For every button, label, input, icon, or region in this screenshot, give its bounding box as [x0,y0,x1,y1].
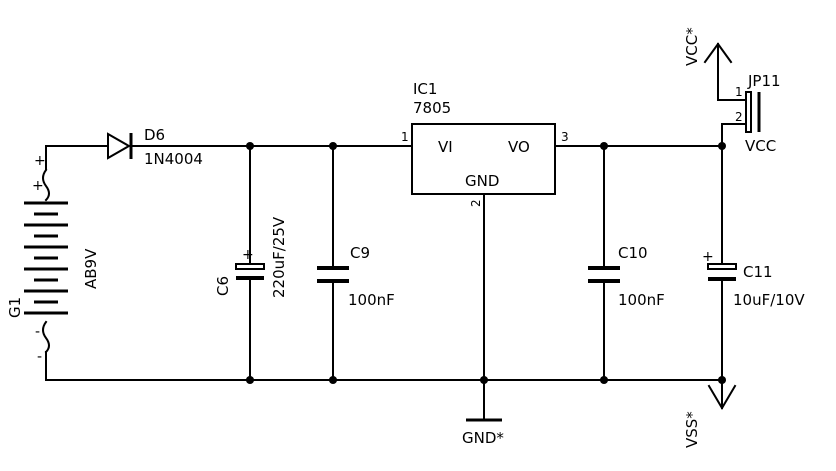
regulator-body [411,123,556,195]
capacitor-c11: + C11 10uF/10V [702,249,805,309]
wire-ground-rail [45,351,723,381]
regulator-pin-vo-label: VO [508,138,530,156]
c6-value-label: 220uF/25V [270,216,288,298]
junctions [246,142,726,384]
battery-minus-label: - [37,349,42,365]
supply-symbols: VCC* VSS* GND* [462,27,737,448]
c6-ref-label: C6 [214,276,232,296]
junction-dot [329,376,337,384]
battery-plus-label: + [32,178,44,194]
vcc-supply-label: VCC* [683,27,701,66]
vss-supply-label: VSS* [683,411,701,448]
battery-plus-label: + [34,153,46,169]
regulator-ic1: IC1 7805 VI VO GND 1 3 2 [401,80,569,207]
c9-value-label: 100nF [348,291,395,309]
regulator-ref-label: IC1 [413,80,437,98]
junction-dot [600,376,608,384]
junction-dot [600,142,608,150]
c6-plus-label: + [242,247,254,263]
vss-arrow-icon [707,379,737,410]
regulator-pin1-number: 1 [401,130,409,144]
jumper-net-label: VCC [745,137,776,155]
junction-dot [480,376,488,384]
junction-dot [329,142,337,150]
wire-jumper-pin1 [717,59,748,101]
c11-plus-label: + [702,249,714,265]
c10-value-label: 100nF [618,291,665,309]
battery-value-label: AB9V [82,248,100,289]
jumper-body [745,91,752,133]
wire-battery-to-diode [45,145,109,170]
regulator-pin-vi-label: VI [438,138,453,156]
battery-connector-top [42,168,50,202]
c10-ref-label: C10 [618,244,648,262]
jumper-ref-label: JP11 [747,72,781,90]
c6-plate-positive [235,263,265,270]
jumper-pin2-number: 2 [735,110,743,124]
junction-dot [246,142,254,150]
vcc-arrow-icon [703,42,733,64]
capacitor-c6: + C6 220uF/25V [214,216,288,298]
c11-plate-positive [707,263,737,270]
wires [45,59,748,421]
diode-value-label: 1N4004 [144,150,203,168]
c11-ref-label: C11 [743,263,773,281]
jumper-pin1-number: 1 [735,85,743,99]
jumper-jp11: JP11 1 2 VCC [735,72,781,155]
regulator-pin3-number: 3 [561,130,569,144]
gnd-supply-label: GND* [462,429,504,447]
diode-ref-label: D6 [144,126,165,144]
capacitor-c10: C10 100nF [588,244,665,309]
battery-g1: + + - - G1 AB9V [6,153,100,365]
regulator-pin-gnd-label: GND [465,172,499,190]
junction-dot [718,142,726,150]
junction-dot [246,376,254,384]
c11-value-label: 10uF/10V [733,291,805,309]
battery-ref-label: G1 [6,297,24,318]
diode-body [107,132,132,160]
c9-ref-label: C9 [350,244,370,262]
battery-minus-label: - [35,324,40,340]
diode-d6: D6 1N4004 [107,126,203,168]
capacitor-c9: C9 100nF [317,244,395,309]
regulator-value-label: 7805 [413,99,451,117]
battery-connector-bottom [42,320,50,354]
regulator-pin2-number: 2 [469,199,483,207]
